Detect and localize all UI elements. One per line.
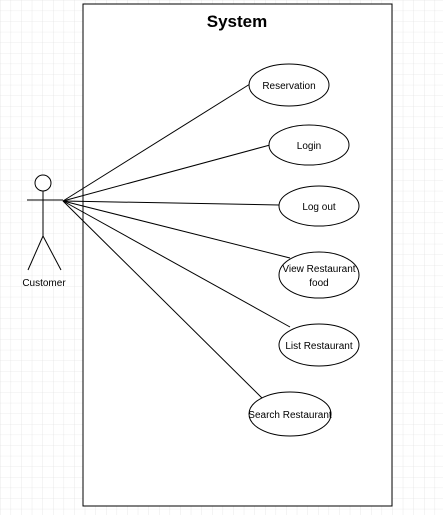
use-case-label: Log out	[302, 202, 336, 213]
use-case-list-restaurant: List Restaurant	[278, 323, 360, 367]
use-case-label: Search Restaurant	[248, 410, 332, 421]
actor-left-leg	[27, 235, 44, 271]
actor-right-leg	[42, 235, 62, 271]
use-case-reservation: Reservation	[248, 63, 330, 107]
use-case-login: Login	[268, 124, 350, 166]
use-case-ellipse	[268, 124, 350, 166]
use-case-ellipse	[278, 251, 360, 299]
use-case-label: View Restaurant	[282, 264, 355, 275]
use-case-label-line-2: food	[309, 278, 328, 289]
actor-head	[34, 174, 52, 192]
use-case-ellipse	[248, 63, 330, 107]
use-case-search-restaurant: Search Restaurant	[248, 391, 332, 437]
use-case-view-restaurant-food: View Restaurant food	[278, 251, 360, 299]
association-login	[62, 144, 271, 202]
use-case-ellipse	[248, 391, 332, 437]
association-list-restaurant	[62, 200, 291, 328]
use-case-label: List Restaurant	[285, 341, 352, 352]
use-case-ellipse	[278, 323, 360, 367]
association-reservation	[62, 83, 251, 202]
use-case-ellipse	[278, 185, 360, 227]
association-view-restaurant-food	[62, 200, 291, 259]
association-log-out	[62, 200, 280, 206]
use-case-label: Reservation	[262, 81, 315, 92]
actor-customer	[27, 174, 63, 271]
association-search-restaurant	[62, 200, 263, 399]
actor-label: Customer	[22, 278, 66, 289]
use-case-label: Login	[297, 141, 321, 152]
system-boundary	[82, 3, 393, 507]
association-lines	[62, 83, 291, 399]
system-title: System	[207, 12, 267, 31]
use-case-log-out: Log out	[278, 185, 360, 227]
